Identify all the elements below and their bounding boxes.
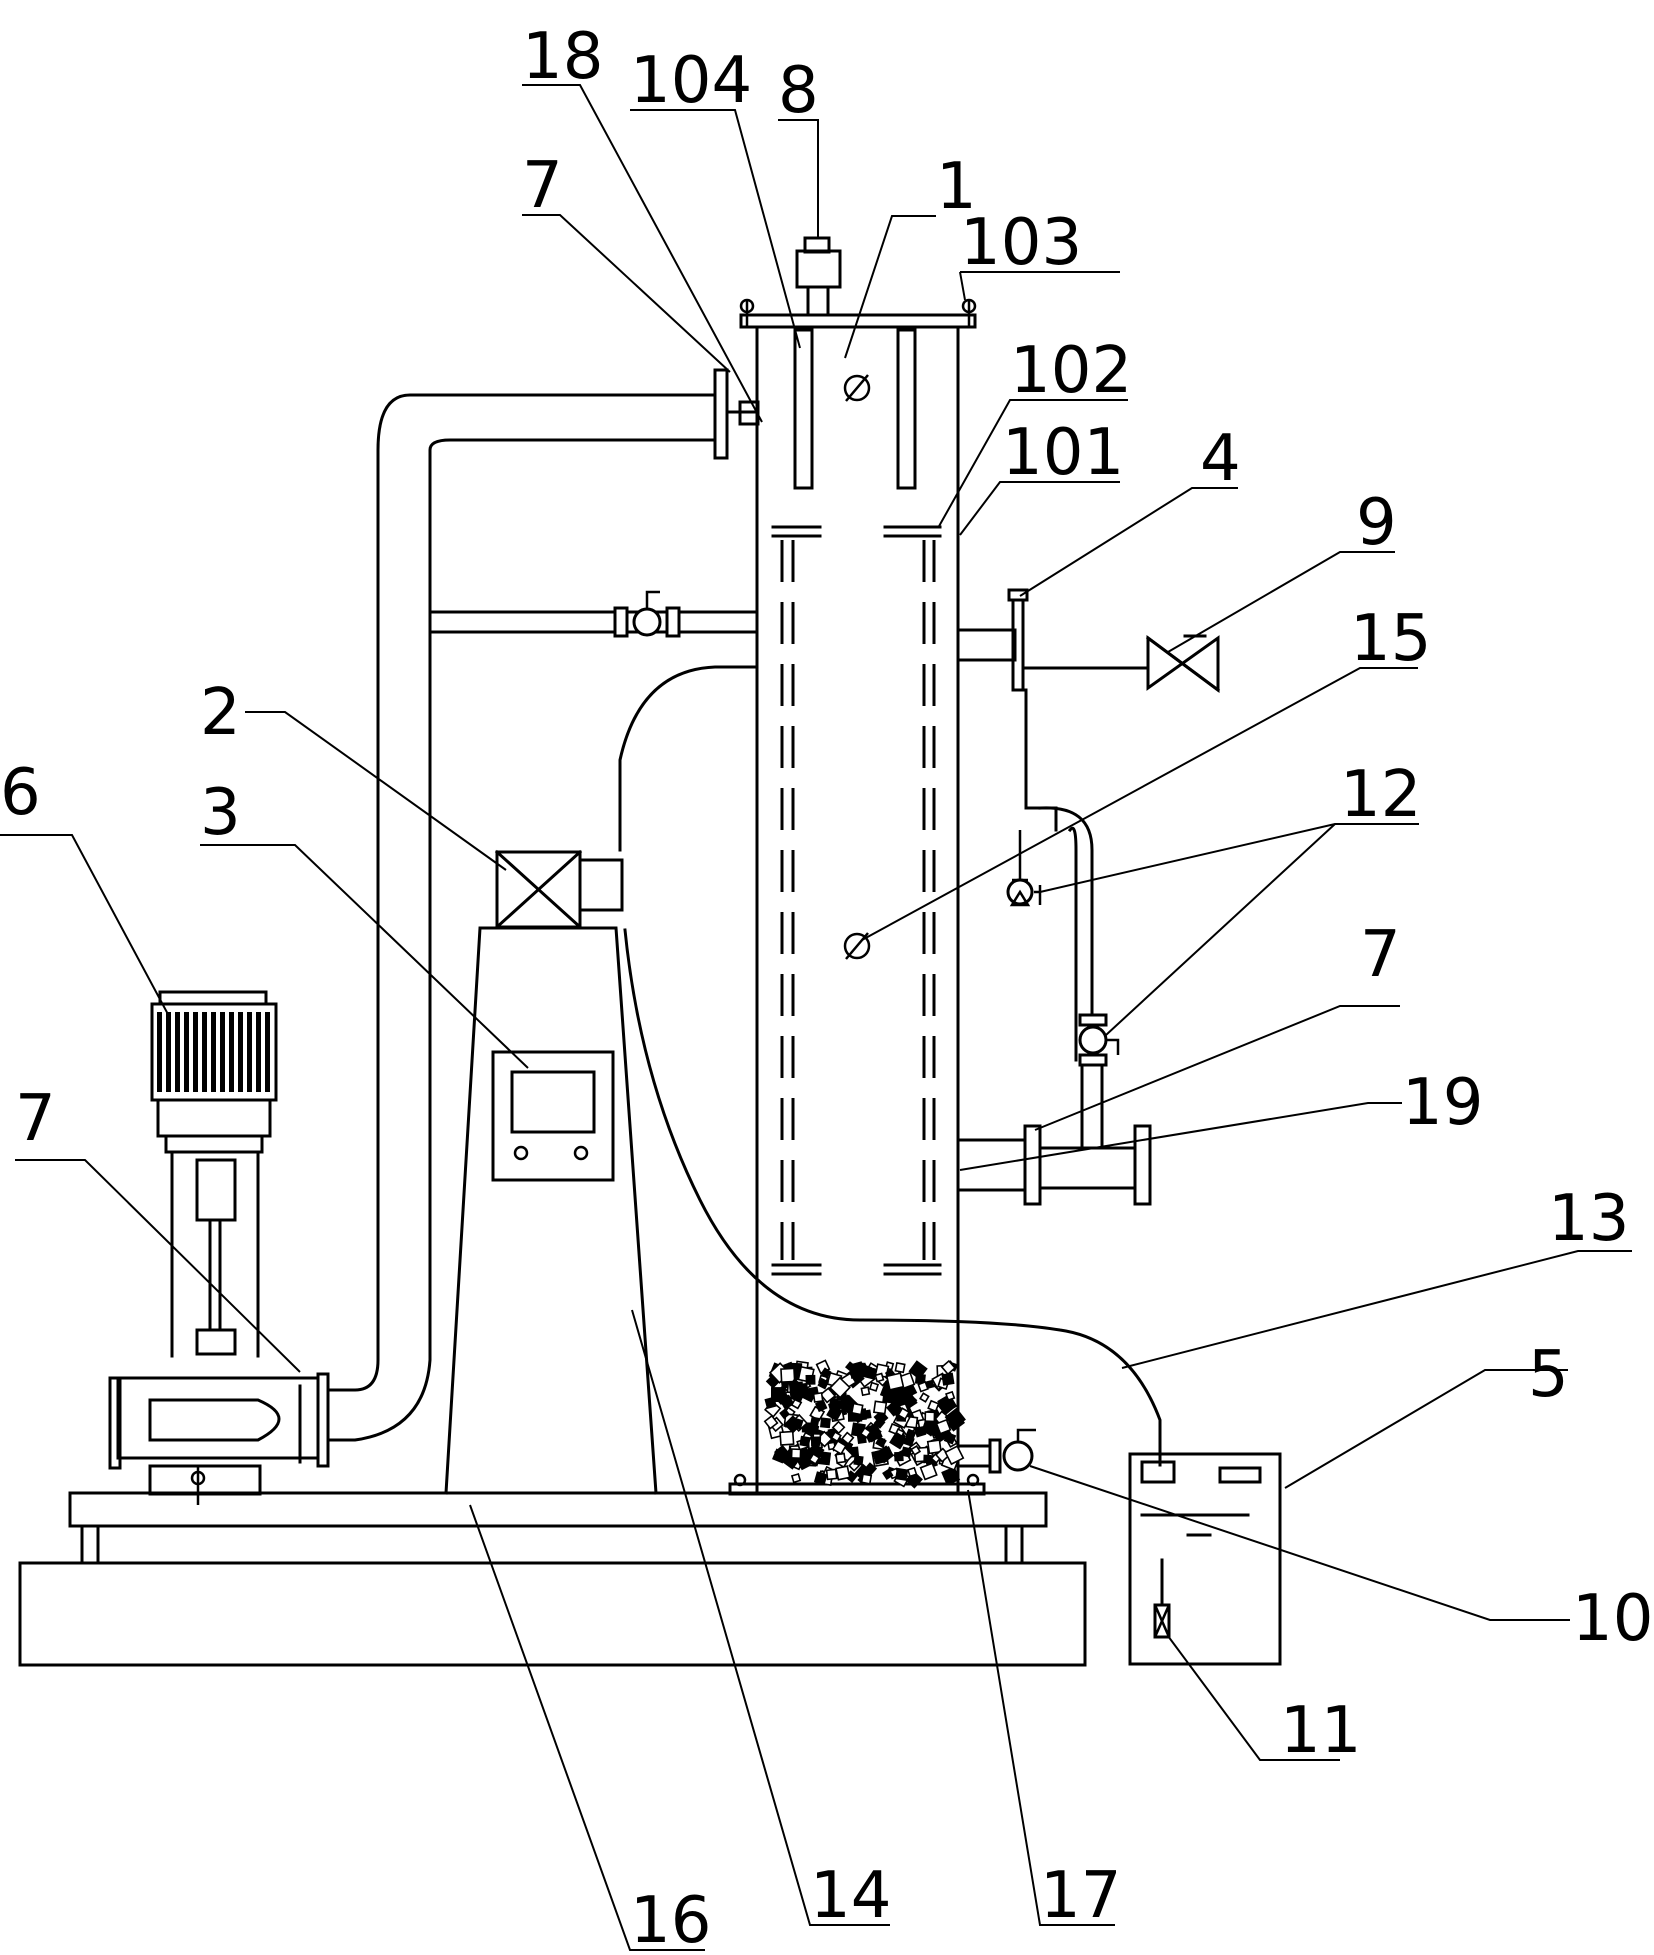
label-13: 13: [1548, 1182, 1629, 1256]
right-side-piping: [956, 588, 1221, 1474]
label-104: 104: [630, 44, 752, 118]
label-102: 102: [1010, 334, 1132, 408]
pump-motor: [108, 990, 330, 1505]
label-7-right: 7: [1360, 918, 1401, 992]
label-17: 17: [1040, 1859, 1121, 1933]
label-19: 19: [1402, 1066, 1483, 1140]
label-7-left: 7: [15, 1082, 56, 1156]
label-6: 6: [0, 756, 41, 830]
label-15: 15: [1350, 602, 1431, 676]
label-11: 11: [1280, 1694, 1361, 1768]
label-101: 101: [1002, 416, 1124, 490]
label-2: 2: [200, 676, 241, 750]
label-103: 103: [960, 206, 1082, 280]
label-4: 4: [1200, 422, 1241, 496]
label-14: 14: [810, 1859, 891, 1933]
leader-lines: [0, 84, 1632, 1951]
main-column: [728, 236, 986, 1496]
label-18: 18: [522, 20, 603, 94]
packing-media: [763, 1359, 966, 1489]
tank-5: [1128, 1452, 1282, 1666]
label-5: 5: [1528, 1338, 1569, 1412]
label-16: 16: [630, 1884, 711, 1955]
label-8: 8: [778, 54, 819, 128]
base-frame: [18, 1491, 1087, 1667]
label-7-top: 7: [522, 149, 563, 223]
label-10: 10: [1572, 1582, 1653, 1656]
device-2-box: [494, 849, 624, 930]
callout-labels: 18 104 8 1 103 102 101 7 4 9 15 12 7 19 …: [0, 20, 1653, 1955]
label-12: 12: [1340, 758, 1421, 832]
bypass-valve-line: [428, 590, 759, 638]
label-9: 9: [1356, 486, 1397, 560]
hose-lines: [618, 665, 1162, 1467]
riser-pipe: [326, 368, 760, 1442]
label-3: 3: [200, 776, 241, 850]
control-cabinet: [444, 926, 658, 1495]
label-1: 1: [936, 150, 977, 224]
